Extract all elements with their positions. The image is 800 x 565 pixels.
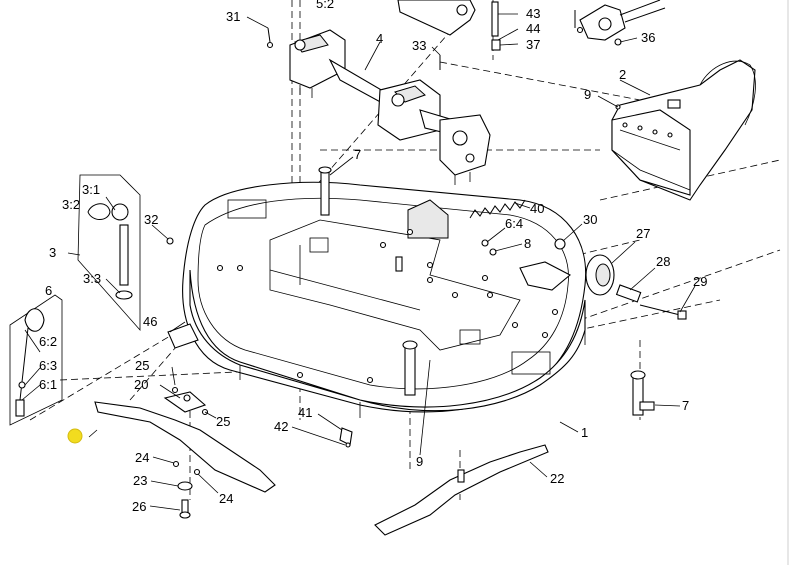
discharge-chute — [611, 59, 756, 201]
callout-36: 36 — [641, 30, 655, 45]
callout-leader-lines — [21, 13, 696, 511]
callout-1: 1 — [581, 425, 588, 440]
height-of-cut-rod — [77, 174, 141, 332]
callout-24-a: 24 — [135, 450, 149, 465]
callout-6-2: 6:2 — [39, 334, 57, 349]
callout-3: 3 — [49, 245, 56, 260]
callout-29: 29 — [693, 274, 707, 289]
callout-37: 37 — [526, 37, 540, 52]
bracket-hardware — [339, 427, 353, 448]
top-hardware — [397, 0, 666, 51]
decal — [167, 323, 199, 349]
callout-43: 43 — [526, 6, 540, 21]
callout-5-2: 5:2 — [316, 0, 334, 11]
callout-20: 20 — [134, 377, 148, 392]
cursor-marker — [67, 428, 83, 444]
callout-9-top: 9 — [584, 87, 591, 102]
callout-40: 40 — [530, 201, 544, 216]
callout-3-2: 3:2 — [62, 197, 80, 212]
callout-2: 2 — [619, 67, 626, 82]
callout-46: 46 — [143, 314, 157, 329]
callout-8: 8 — [524, 236, 531, 251]
height-pins — [318, 166, 655, 416]
mower-deck-housing — [182, 181, 587, 418]
height-adjust-link — [9, 294, 63, 426]
right-blade — [374, 444, 549, 536]
callout-25-b: 25 — [216, 414, 230, 429]
callout-9-bottom: 9 — [416, 454, 423, 469]
callout-27: 27 — [636, 226, 650, 241]
callout-labels: 31 5:2 43 44 37 36 4 33 2 9 7 3:1 3:2 3 … — [39, 0, 707, 514]
callout-7-right: 7 — [682, 398, 689, 413]
caster-wheel — [554, 238, 687, 320]
callout-4: 4 — [376, 31, 383, 46]
callout-33: 33 — [412, 38, 426, 53]
callout-6: 6 — [45, 283, 52, 298]
callout-31: 31 — [226, 9, 240, 24]
callout-41: 41 — [298, 405, 312, 420]
gearbox-assembly — [289, 29, 491, 185]
callout-42: 42 — [274, 419, 288, 434]
callout-6-4: 6:4 — [505, 216, 523, 231]
callout-3-1: 3:1 — [82, 182, 100, 197]
callout-32: 32 — [144, 212, 158, 227]
small-screws — [166, 27, 497, 256]
callout-28: 28 — [656, 254, 670, 269]
callout-6-1: 6:1 — [39, 377, 57, 392]
callout-26: 26 — [132, 499, 146, 514]
callout-7-top: 7 — [354, 147, 361, 162]
callout-22: 22 — [550, 471, 564, 486]
callout-6-3: 6:3 — [39, 358, 57, 373]
callout-30: 30 — [583, 212, 597, 227]
callout-25-a: 25 — [135, 358, 149, 373]
callout-3-3: 3:3 — [83, 271, 101, 286]
callout-44: 44 — [526, 21, 540, 36]
left-blade-assembly — [94, 386, 276, 519]
callout-23: 23 — [133, 473, 147, 488]
callout-24-b: 24 — [219, 491, 233, 506]
